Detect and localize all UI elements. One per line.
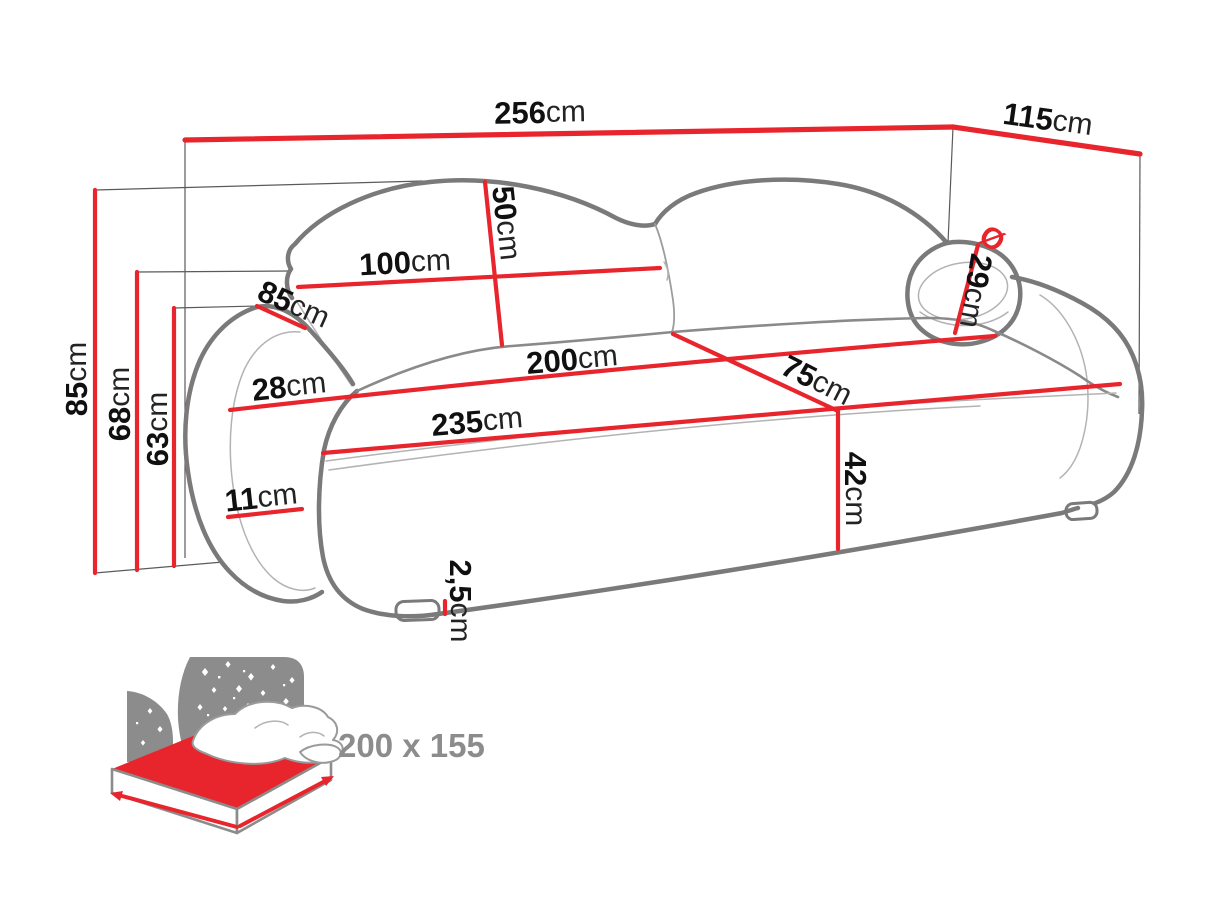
label-armrest-height: 63cm <box>140 392 175 466</box>
box-vertical-back-right <box>947 126 954 244</box>
label-backrest-height: 68cm <box>102 367 137 441</box>
cushion-divider-seam <box>654 223 675 333</box>
dim-line-armrest-and-seat-width <box>227 333 998 413</box>
width-arrow-line <box>120 794 239 829</box>
dim-line-back-cushion-width <box>295 265 663 290</box>
left-backrest-cushion <box>284 178 658 301</box>
width-arrow-head <box>110 791 123 801</box>
projection-box <box>94 126 1141 574</box>
right-armrest-panel <box>1039 294 1089 479</box>
box-guide-armrest-height <box>173 305 258 309</box>
dim-line-front-width <box>320 381 1123 456</box>
label-armrest-front-height: 11cm <box>223 476 299 518</box>
label-bolster-diameter: 29cm <box>952 251 999 330</box>
dim-line-bolster-diameter <box>952 242 981 336</box>
label-seat-width: 200cm <box>525 338 619 381</box>
sleeping-area-size: 200 x 155 <box>338 727 485 764</box>
pillow <box>299 743 342 764</box>
cushion-crease <box>663 261 669 281</box>
dim-line-armrest-depth <box>254 303 308 331</box>
left-armrest-panel <box>229 331 316 591</box>
sleeping-area-icon: 200 x 155 <box>110 657 485 835</box>
left-armrest-top <box>254 303 356 387</box>
seat-front-piping-2 <box>328 405 981 471</box>
box-guide-overall-height <box>94 180 424 191</box>
dim-line-seat-depth <box>670 331 841 414</box>
right-backrest-cushion <box>652 177 950 246</box>
duvet-crease-2 <box>299 731 325 738</box>
dimension-lines <box>92 124 1143 617</box>
dim-line-armrest-front-height <box>225 506 305 520</box>
bolster-end-cap <box>917 261 1009 321</box>
label-overall-depth: 115cm <box>1001 95 1095 142</box>
dim-line-overall-width <box>182 124 956 143</box>
right-armrest <box>1009 274 1145 511</box>
sofa-base <box>316 388 1081 619</box>
dimension-labels: 256cm 115cm 85cm 68cm 63cm 50cm 100cm 85… <box>59 94 1095 642</box>
duvet-crease-1 <box>254 720 289 729</box>
dim-line-back-cushion-height <box>482 179 505 348</box>
box-guide-floor <box>94 561 224 574</box>
length-arrow-head <box>321 776 334 786</box>
label-front-width: 235cm <box>430 400 524 443</box>
left-armrest <box>183 304 325 604</box>
headboard-panel-left <box>127 691 173 762</box>
length-arrow-line <box>238 778 329 828</box>
bolster-pillow <box>905 239 1023 347</box>
seat-back-seam <box>355 316 1120 399</box>
label-back-cushion-height: 50cm <box>486 184 529 262</box>
label-overall-width: 256cm <box>494 94 586 131</box>
label-overall-height: 85cm <box>59 342 94 416</box>
label-leg-height: 2,5cm <box>444 559 479 642</box>
label-seat-height: 42cm <box>839 452 874 526</box>
box-guide-backrest-height <box>136 270 292 273</box>
label-armrest-depth: 85cm <box>253 273 335 335</box>
dim-line-overall-depth <box>950 124 1143 157</box>
label-armrest-width: 28cm <box>250 365 328 408</box>
label-back-cushion-width: 100cm <box>358 242 451 282</box>
